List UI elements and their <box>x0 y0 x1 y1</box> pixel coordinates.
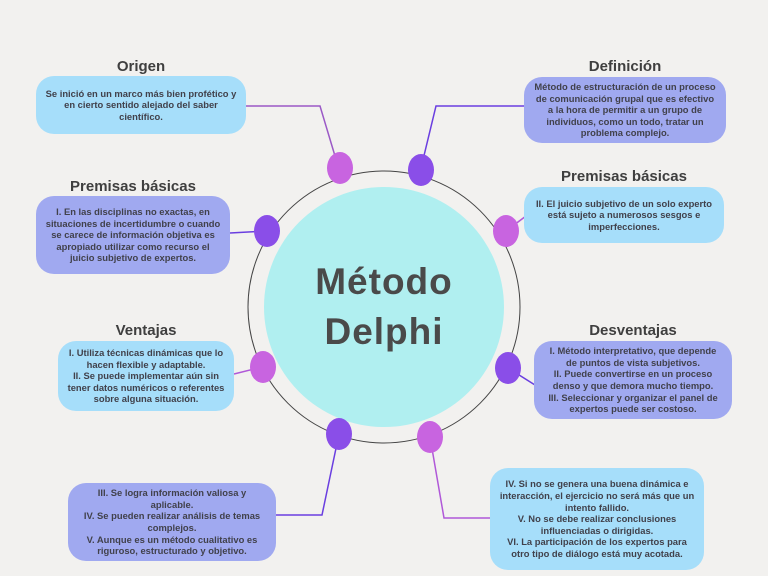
node-dot-ventajas <box>250 351 276 383</box>
node-dot-desventajas <box>495 352 521 384</box>
desventajas-more-box: IV. Si no se genera una buena dinámica e… <box>490 468 704 570</box>
node-dot-definicion <box>408 154 434 186</box>
ventajas-title: Ventajas <box>115 322 177 339</box>
desventajas-item-1: I. Método interpretativo, que depende de… <box>549 345 717 368</box>
premisas-left-box: I. En las disciplinas no exactas, en sit… <box>36 196 230 274</box>
central-topic: Método Delphi <box>264 187 504 427</box>
desventajas-item-4: IV. Si no se genera una buena dinámica e… <box>499 478 695 513</box>
desventajas-item-2: II. Puede convertirse en un proceso dens… <box>552 368 714 391</box>
premisas-right-box: II. El juicio subjetivo de un solo exper… <box>524 187 724 243</box>
central-title-line2: Delphi <box>324 311 444 352</box>
central-title-line1: Método <box>315 261 453 302</box>
node-dot-ventajas-more <box>326 418 352 450</box>
desventajas-box: I. Método interpretativo, que depende de… <box>534 341 732 419</box>
premisas-left-text: I. En las disciplinas no exactas, en sit… <box>45 206 221 264</box>
node-dot-origen <box>327 152 353 184</box>
desventajas-item-6: VI. La participación de los expertos par… <box>507 536 687 559</box>
ventajas-item-5: V. Aunque es un método cualitativo es ri… <box>86 533 258 557</box>
ventajas-box: I. Utiliza técnicas dinámicas que lo hac… <box>58 341 234 411</box>
origen-title: Origen <box>116 58 166 75</box>
node-dot-premisas-right <box>493 215 519 247</box>
desventajas-title: Desventajas <box>589 322 677 339</box>
node-dot-desventajas-more <box>417 421 443 453</box>
premisas-right-text: II. El juicio subjetivo de un solo exper… <box>535 197 713 232</box>
ventajas-item-4: IV. Se pueden realizar análisis de temas… <box>83 510 261 533</box>
desventajas-item-5: V. No se debe realizar conclusiones infl… <box>517 513 677 536</box>
ventajas-item-3: III. Se logra información valiosa y apli… <box>97 487 247 510</box>
definicion-text: Método de estructuración de un proceso d… <box>534 81 716 139</box>
origen-text: Se inició en un marco más bien profético… <box>45 87 237 122</box>
definicion-box: Método de estructuración de un proceso d… <box>524 77 726 143</box>
premisas-left-title: Premisas básicas <box>70 178 196 195</box>
definicion-title: Definición <box>588 58 662 75</box>
ventajas-item-1: I. Utiliza técnicas dinámicas que lo hac… <box>68 347 224 370</box>
premisas-right-title: Premisas básicas <box>561 168 687 185</box>
node-dot-premisas-left <box>254 215 280 247</box>
desventajas-item-3: III. Seleccionar y organizar el panel de… <box>548 391 718 415</box>
ventajas-item-2: II. Se puede implementar aún sin tener d… <box>67 370 225 405</box>
origen-box: Se inició en un marco más bien profético… <box>36 76 246 134</box>
ventajas-more-box: III. Se logra información valiosa y apli… <box>68 483 276 561</box>
